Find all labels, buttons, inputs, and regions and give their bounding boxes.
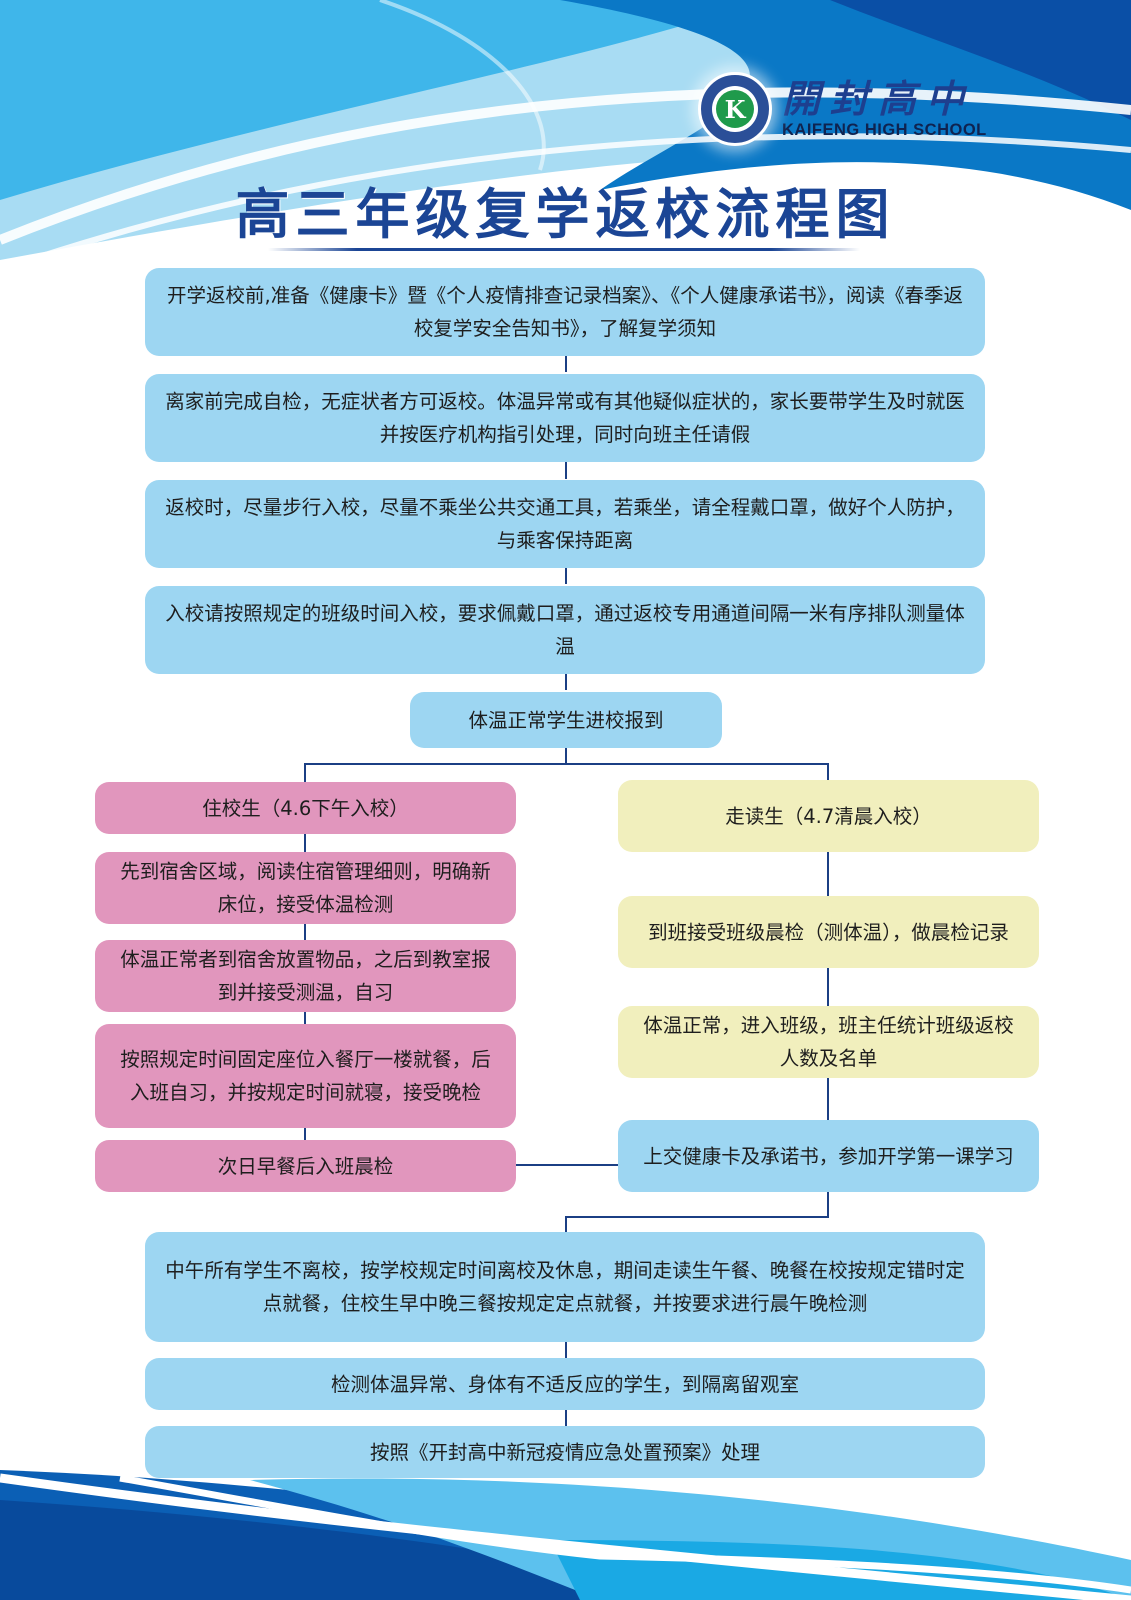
step-text: 返校时，尽量步行入校，尽量不乘坐公共交通工具，若乘坐，请全程戴口罩，做好个人防护…	[165, 496, 965, 552]
title-divider	[268, 248, 860, 251]
step-text: 体温正常学生进校报到	[468, 708, 664, 732]
connector	[304, 1126, 306, 1140]
day-student-step: 到班接受班级晨检（测体温），做晨检记录	[618, 896, 1039, 968]
school-logo: K 開封高中 KAIFENG HIGH SCHOOL	[698, 72, 987, 146]
branch-title: 走读生（4.7清晨入校）	[725, 804, 932, 828]
connector	[565, 1216, 829, 1218]
connector	[827, 1190, 829, 1217]
flow-step-entry: 入校请按照规定的班级时间入校，要求佩戴口罩，通过返校专用通道间隔一米有序排队测量…	[145, 586, 985, 674]
connector	[827, 1078, 829, 1120]
boarding-step: 按照规定时间固定座位入餐厅一楼就餐，后入班自习，并按规定时间就寝，接受晚检	[95, 1024, 516, 1128]
connector	[565, 740, 567, 764]
step-text: 检测体温异常、身体有不适反应的学生，到隔离留观室	[330, 1372, 799, 1396]
step-text: 入校请按照规定的班级时间入校，要求佩戴口罩，通过返校专用通道间隔一米有序排队测量…	[165, 602, 965, 658]
flow-step-noon-rules: 中午所有学生不离校，按学校规定时间离校及休息，期间走读生午餐、晚餐在校按规定错时…	[145, 1232, 985, 1342]
boarding-header: 住校生（4.6下午入校）	[95, 782, 516, 834]
connector	[827, 763, 829, 783]
step-text: 到班接受班级晨检（测体温），做晨检记录	[648, 920, 1009, 944]
connector	[565, 1216, 567, 1234]
day-student-step: 体温正常，进入班级，班主任统计班级返校人数及名单	[618, 1006, 1039, 1078]
flow-step-self-check: 离家前完成自检，无症状者方可返校。体温异常或有其他疑似症状的，家长要带学生及时就…	[145, 374, 985, 462]
branch-title: 住校生（4.6下午入校）	[202, 796, 409, 820]
step-text: 体温正常者到宿舍放置物品，之后到教室报到并接受测温，自习	[120, 948, 491, 1004]
boarding-step: 体温正常者到宿舍放置物品，之后到教室报到并接受测温，自习	[95, 940, 516, 1012]
step-text: 离家前完成自检，无症状者方可返校。体温异常或有其他疑似症状的，家长要带学生及时就…	[165, 390, 965, 446]
connector	[827, 968, 829, 1008]
step-text: 先到宿舍区域，阅读住宿管理细则，明确新床位，接受体温检测	[120, 860, 491, 916]
step-text: 开学返校前,准备《健康卡》暨《个人疫情排查记录档案》、《个人健康承诺书》，阅读《…	[167, 284, 963, 340]
step-text: 中午所有学生不离校，按学校规定时间离校及休息，期间走读生午餐、晚餐在校按规定错时…	[165, 1259, 965, 1315]
step-text: 体温正常，进入班级，班主任统计班级返校人数及名单	[643, 1014, 1014, 1070]
step-text: 上交健康卡及承诺书，参加开学第一课学习	[643, 1144, 1014, 1168]
connector	[515, 1164, 620, 1166]
connector	[304, 763, 306, 783]
school-emblem-icon: K	[698, 72, 772, 146]
flow-step-isolation: 检测体温异常、身体有不适反应的学生，到隔离留观室	[145, 1358, 985, 1410]
day-student-header: 走读生（4.7清晨入校）	[618, 780, 1039, 852]
connector	[304, 832, 306, 852]
step-text: 按照规定时间固定座位入餐厅一楼就餐，后入班自习，并按规定时间就寝，接受晚检	[120, 1048, 491, 1104]
connector	[565, 1340, 567, 1360]
emblem-letter: K	[716, 90, 754, 128]
boarding-step: 先到宿舍区域，阅读住宿管理细则，明确新床位，接受体温检测	[95, 852, 516, 924]
connector	[827, 850, 829, 896]
connector	[565, 1410, 567, 1426]
school-name-cn: 開封高中	[782, 76, 975, 121]
flow-step-submit-cards: 上交健康卡及承诺书，参加开学第一课学习	[618, 1120, 1039, 1192]
flow-step-prepare: 开学返校前,准备《健康卡》暨《个人疫情排查记录档案》、《个人健康承诺书》，阅读《…	[145, 268, 985, 356]
connector	[565, 350, 567, 372]
connector	[304, 1010, 306, 1026]
step-text: 次日早餐后入班晨检	[217, 1154, 394, 1178]
connector	[304, 763, 829, 765]
page-title: 高三年级复学返校流程图	[235, 182, 896, 246]
flow-step-travel: 返校时，尽量步行入校，尽量不乘坐公共交通工具，若乘坐，请全程戴口罩，做好个人防护…	[145, 480, 985, 568]
flow-step-emergency-plan: 按照《开封高中新冠疫情应急处置预案》处理	[145, 1426, 985, 1478]
connector	[304, 922, 306, 940]
school-name-en: KAIFENG HIGH SCHOOL	[782, 121, 987, 139]
connector	[565, 666, 567, 690]
connector	[565, 560, 567, 584]
connector	[565, 455, 567, 479]
boarding-step: 次日早餐后入班晨检	[95, 1140, 516, 1192]
step-text: 按照《开封高中新冠疫情应急处置预案》处理	[369, 1440, 760, 1464]
flow-step-report: 体温正常学生进校报到	[410, 692, 722, 748]
